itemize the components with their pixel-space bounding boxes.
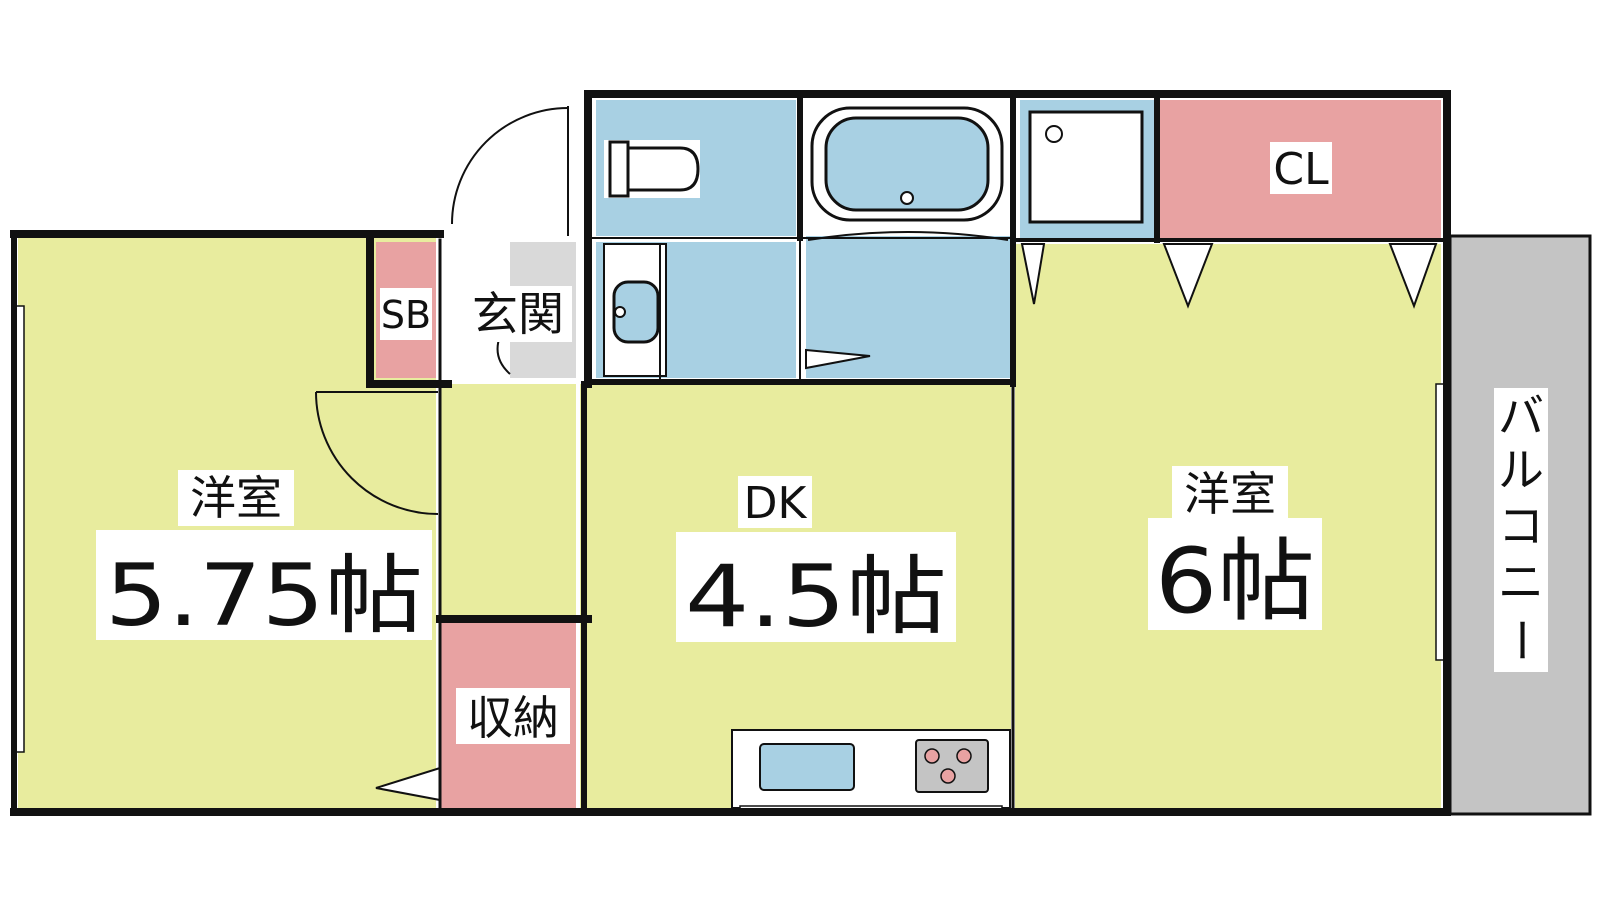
closet-label: CL — [1273, 144, 1329, 195]
western-right-size-bg — [1148, 518, 1322, 630]
washer-drain-icon — [1045, 125, 1063, 143]
kitchen-sink-icon — [759, 743, 855, 791]
western-right-name: 洋室 — [1184, 467, 1276, 521]
shoe-box-label: SB — [381, 293, 431, 337]
western-right-name-bg — [1172, 466, 1288, 522]
entrance-label: 玄関 — [472, 287, 564, 341]
bath-door-wedge — [805, 348, 871, 370]
burner-icon — [924, 748, 940, 764]
balcony-label-char: ー — [1494, 617, 1548, 663]
washbasin-drain-icon — [614, 306, 626, 318]
room-door-swing — [315, 391, 439, 515]
western-right-size: 6帖 — [1155, 529, 1315, 634]
western-left-size-bg — [96, 530, 432, 640]
western-left-name: 洋室 — [190, 471, 282, 525]
storage-label-bg — [456, 688, 570, 744]
entrance-label-bg — [462, 286, 572, 342]
balcony-label-char: コ — [1498, 499, 1544, 553]
bathtub-drain-icon — [900, 191, 914, 205]
dk-name-bg — [738, 476, 812, 528]
dk-size: 4.5帖 — [685, 547, 947, 647]
closet-door-wedge — [1388, 243, 1438, 309]
closet-door-wedge — [1020, 243, 1046, 305]
balcony-label-bg — [1494, 388, 1548, 672]
burner-icon — [956, 748, 972, 764]
hallway — [440, 384, 576, 621]
balcony-label-char: バ — [1498, 389, 1544, 443]
closet-label-bg — [1270, 142, 1332, 194]
storage-label: 収納 — [467, 691, 559, 745]
toilet-tank-icon — [608, 140, 630, 198]
dk-name: DK — [744, 478, 808, 529]
dk-size-bg — [676, 532, 956, 642]
western-left-size: 5.75帖 — [105, 546, 423, 646]
walls — [10, 90, 1451, 816]
entrance-door-swing — [451, 107, 569, 225]
shoe-box-label-bg — [380, 288, 432, 340]
burner-icon — [940, 768, 956, 784]
washer-pan-icon — [1028, 110, 1144, 224]
balcony-label-char: ニ — [1498, 555, 1544, 609]
closet-door-wedge — [1162, 243, 1214, 309]
bathtub-basin — [824, 116, 990, 212]
toilet-bowl-icon — [626, 146, 700, 192]
stove-icon — [915, 739, 989, 793]
western-left-name-bg — [178, 470, 294, 526]
bath-curve — [807, 231, 1009, 241]
balcony-label-char: ル — [1498, 443, 1544, 497]
